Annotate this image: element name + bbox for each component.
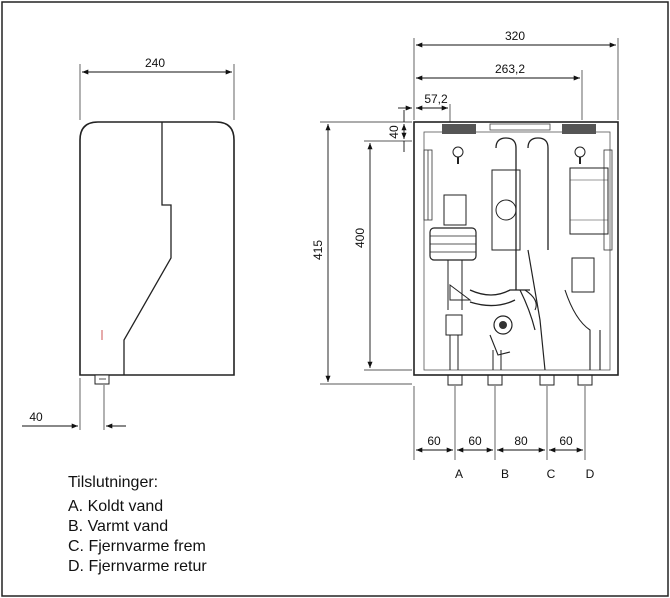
legend-list: A. Koldt vand B. Varmt vand C. Fjernvarm… <box>68 497 207 577</box>
legend-item-c: C. Fjernvarme frem <box>68 538 206 555</box>
dim-bracket-offset: 57,2 <box>424 92 448 106</box>
dim-inner-width: 263,2 <box>495 62 525 76</box>
dim-spacing-4: 60 <box>559 434 573 448</box>
dim-spacing-1: 60 <box>427 434 441 448</box>
connection-label-d: D <box>586 467 595 481</box>
dim-top-offset: 40 <box>387 125 401 139</box>
dim-spacing-3: 80 <box>514 434 528 448</box>
dim-side-offset: 40 <box>29 410 43 424</box>
legend-item-a: A. Koldt vand <box>68 498 164 515</box>
connection-label-c: C <box>547 467 556 481</box>
legend-item-b: B. Varmt vand <box>68 518 169 535</box>
dim-total-height: 415 <box>311 240 325 260</box>
dim-inner-height: 400 <box>353 228 367 248</box>
dim-side-width: 240 <box>145 56 165 70</box>
dim-total-width: 320 <box>505 29 525 43</box>
dim-spacing-2: 60 <box>468 434 482 448</box>
side-view <box>79 121 235 430</box>
connection-label-b: B <box>501 467 509 481</box>
legend-item-d: D. Fjernvarme retur <box>68 558 207 575</box>
connection-label-a: A <box>455 467 463 481</box>
legend-title: Tilslutninger: <box>68 474 159 491</box>
front-view <box>413 121 619 386</box>
